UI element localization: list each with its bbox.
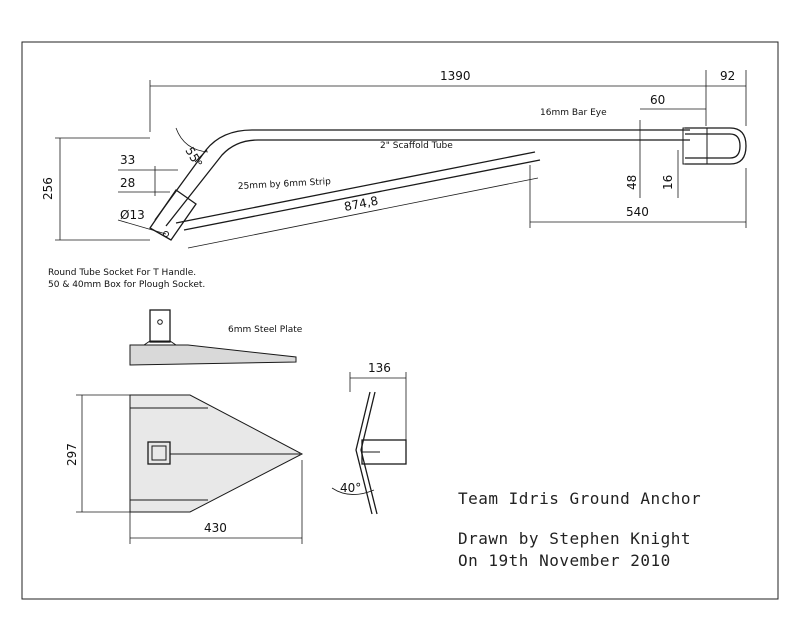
plate-inner-lines [130,407,300,501]
dim-136: 136 [368,361,391,375]
dim-92: 92 [720,69,735,83]
end-plate-profile [355,391,378,515]
bar-eye-loop [685,127,747,165]
drawing-title: Team Idris Ground Anchor [458,489,701,508]
angle-arc-55 [175,127,209,153]
scaffold-tube [154,129,690,227]
socket-tube-side [149,309,171,343]
top-view-dimensions: 1390 92 60 16mm Bar Eye 256 33 28 Ø13 55… [41,69,747,249]
dim-hole: Ø13 [120,208,145,222]
leader-hole [117,219,167,235]
dim-430: 430 [204,521,227,535]
socket-note-line1: Round Tube Socket For T Handle. [48,268,196,278]
dim-angle-40: 40° [340,481,361,495]
socket-hole [163,231,169,237]
title-block: Team Idris Ground Anchor Drawn by Stephe… [458,489,701,570]
strip-brace [175,151,541,231]
dim-1390: 1390 [440,69,471,83]
dim-16: 16 [661,175,675,190]
dim-256: 256 [41,177,55,200]
dim-48: 48 [625,175,639,190]
dim-874: 874,8 [343,194,379,214]
dim-540: 540 [626,205,649,219]
label-bar-eye: 16mm Bar Eye [540,108,607,118]
anchor-bar-view [149,127,747,241]
angle-arc-40 [331,487,375,495]
plate-socket-square [147,441,171,465]
plate-end-view: 136 40° [331,361,407,515]
label-scaffold-tube: 2" Scaffold Tube [380,141,453,151]
plate-weld [143,340,177,346]
dim-angle-55: 55° [182,145,205,170]
socket-note-line2: 50 & 40mm Box for Plough Socket. [48,280,205,290]
dim-line-874 [187,177,539,249]
label-plate: 6mm Steel Plate [228,325,303,335]
drawing-date: On 19th November 2010 [458,551,671,570]
plate-plan-view: 297 430 [65,394,304,544]
drawing-border [21,41,779,600]
dim-60: 60 [650,93,665,107]
dim-28: 28 [120,176,135,190]
drawn-by: Drawn by Stephen Knight [458,529,691,548]
label-strip: 25mm by 6mm Strip [238,177,332,192]
plate-side-view: 6mm Steel Plate [129,309,303,366]
socket-tube-hole [157,319,163,325]
plate-socket-inner [151,445,167,461]
plate-wedge [129,344,297,366]
bar-eye-weld-block [682,127,708,165]
dim-33: 33 [120,153,135,167]
dim-297: 297 [65,443,79,466]
